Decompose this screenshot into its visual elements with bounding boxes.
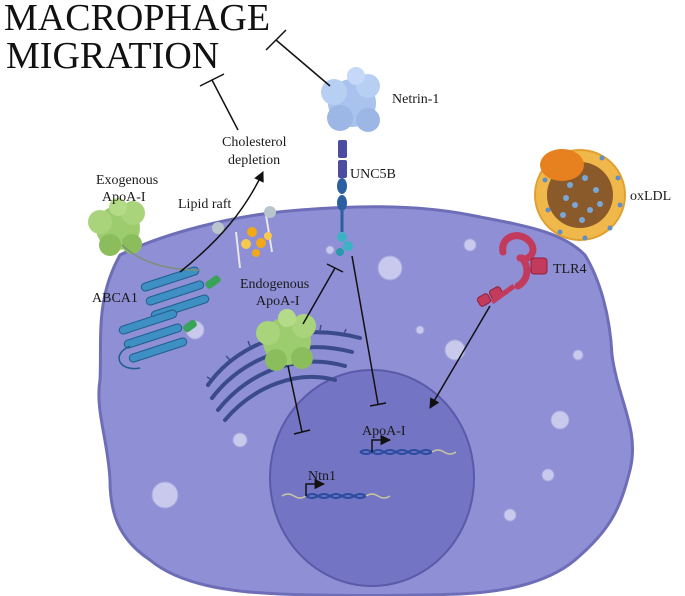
connectors	[179, 29, 491, 435]
oxldl-label: oxLDL	[630, 189, 671, 204]
inhibit-bar-2	[265, 29, 287, 51]
netrin-label: Netrin-1	[392, 92, 439, 107]
inhibit-apoa1-to-ntn1	[287, 365, 303, 433]
apoa1-gene-label: ApoA-I	[362, 424, 406, 439]
netrin-1-protein	[321, 67, 380, 132]
nucleus	[269, 369, 475, 587]
lipid-raft	[212, 206, 276, 269]
apoa1-promoter-arrow	[371, 434, 392, 452]
endogenous-apoa1	[256, 309, 316, 371]
arrow-abca1-to-cholesterol	[179, 171, 264, 273]
unc5b-label: UNC5B	[350, 167, 396, 182]
inhibit-bar-1	[199, 73, 225, 87]
abca1-nbd-2	[183, 319, 197, 333]
exogenous-link	[121, 244, 201, 271]
ntn1-promoter-arrow	[305, 478, 326, 496]
title-line-2: MIGRATION	[6, 35, 219, 77]
unc5b-receptor	[336, 140, 353, 256]
inhibit-netrin-to-migration	[275, 39, 331, 87]
inhibit-unc5b-to-apoa1	[351, 255, 379, 405]
cholesterol-label-line-1: Cholesterol	[222, 135, 287, 150]
oxldl-particle	[534, 149, 626, 241]
abca1-label: ABCA1	[92, 291, 138, 306]
cholesterol-label-line-2: depletion	[228, 153, 280, 168]
tlr4-receptor	[476, 232, 548, 307]
endogenous-label-line-2: ApoA-I	[256, 294, 300, 309]
exogenous-apoa1	[88, 198, 145, 256]
arrow-tlr4-to-apoa1	[429, 305, 491, 409]
inhibit-bar-5	[293, 429, 311, 435]
abca1-nbd	[205, 275, 221, 289]
inhibit-bar-4	[369, 402, 387, 407]
ntn1-gene-dna	[281, 493, 391, 499]
exogenous-label-line-2: ApoA-I	[102, 190, 146, 205]
endogenous-label-line-1: Endogenous	[240, 277, 309, 292]
exogenous-label-line-1: Exogenous	[96, 173, 158, 188]
inhibit-bar-3	[326, 263, 344, 273]
inhibit-apoa1-to-unc5b	[302, 267, 336, 325]
abca1-loop	[118, 345, 141, 370]
cell-vesicles	[151, 238, 584, 522]
tlr4-label: TLR4	[553, 262, 586, 277]
inhibit-cholesterol-to-migration	[211, 79, 239, 131]
lipid-raft-label: Lipid raft	[178, 197, 231, 212]
title-line-1: MACROPHAGE	[4, 0, 270, 39]
ntn1-gene-label: Ntn1	[308, 469, 336, 484]
